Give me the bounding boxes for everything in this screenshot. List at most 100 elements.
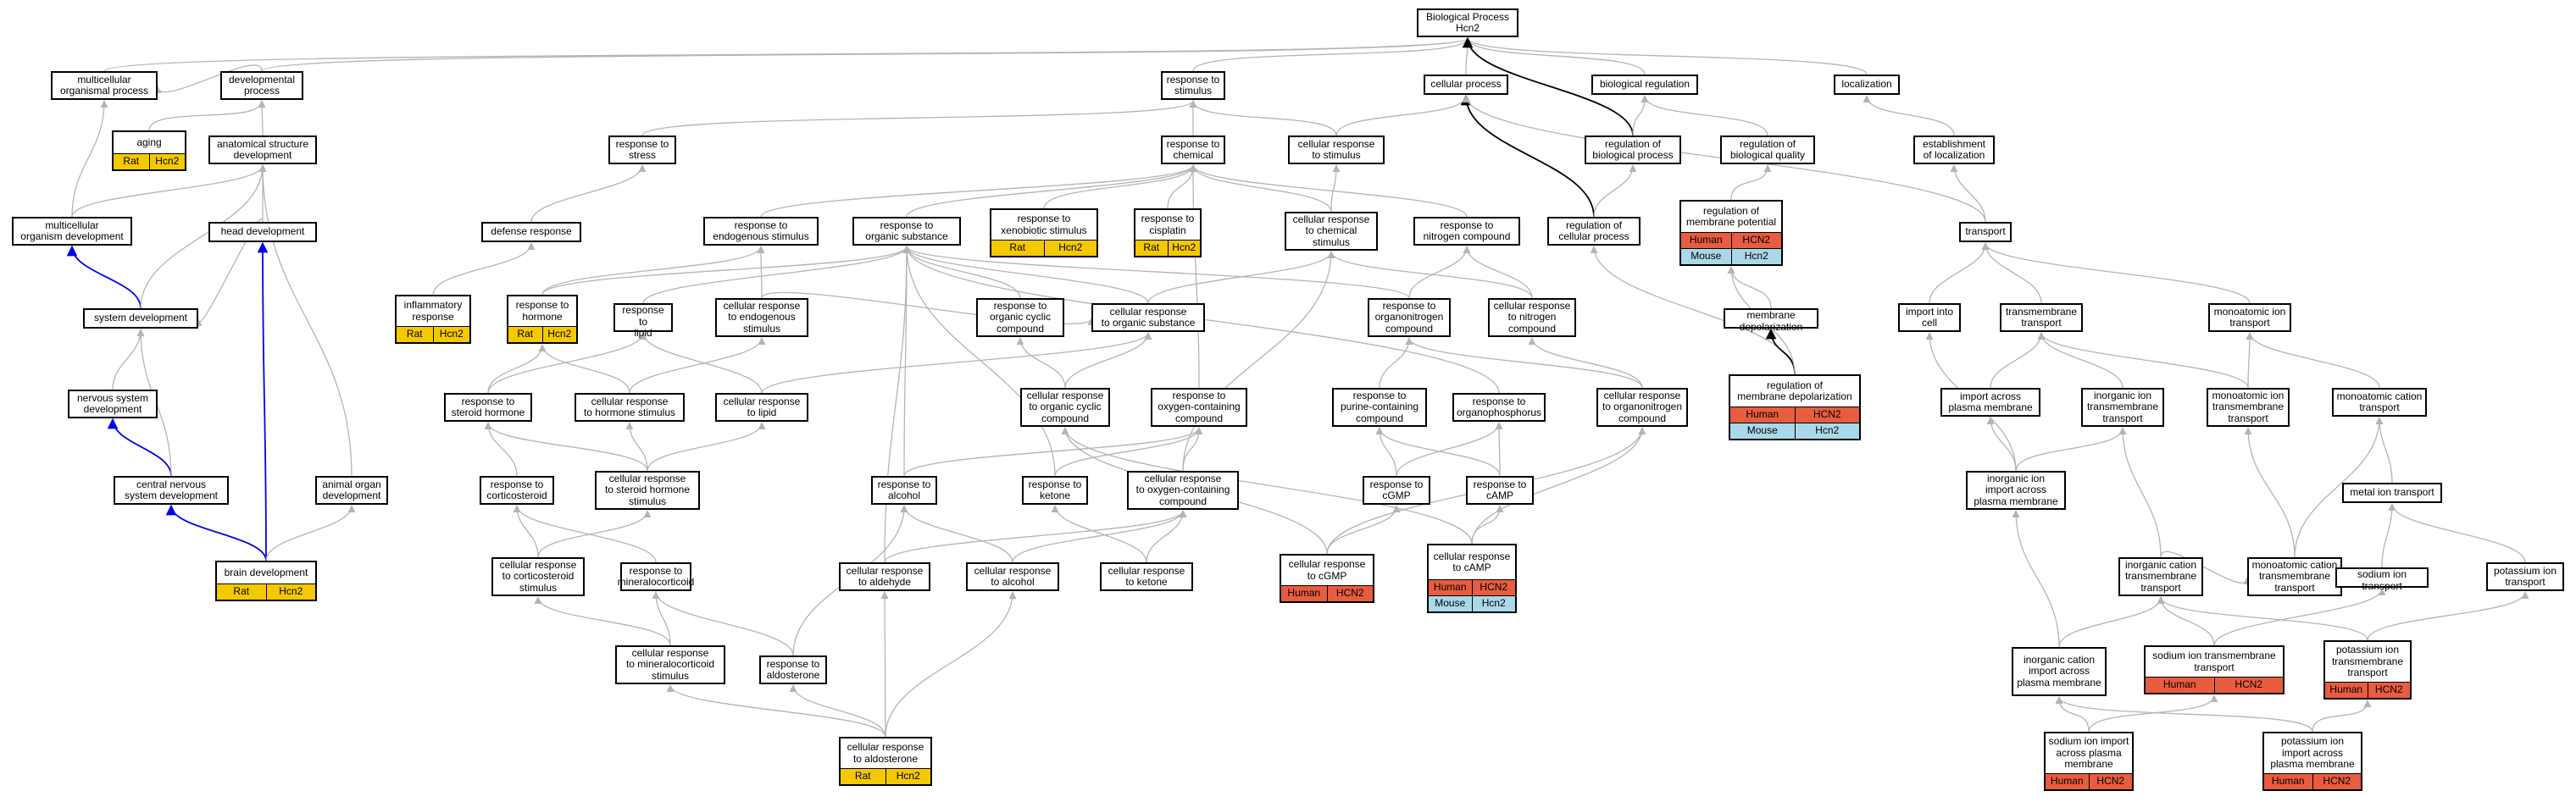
node-rtocc[interactable]: response to organic cyclic compound xyxy=(976,298,1064,337)
node-label: cellular response to corticosteroid stim… xyxy=(499,558,577,594)
node-nsd[interactable]: nervous system development xyxy=(68,390,158,418)
node-mit[interactable]: monoatomic ion transport xyxy=(2208,303,2291,332)
node-cproc[interactable]: cellular process xyxy=(1424,75,1508,95)
node-breg[interactable]: biological regulation xyxy=(1591,75,1698,95)
node-icatt[interactable]: inorganic cation transmembrane transport xyxy=(2118,557,2203,596)
species-label: Rat xyxy=(233,585,250,598)
gene-label: Hcn2 xyxy=(1794,423,1860,439)
node-rts[interactable]: response to stimulus xyxy=(1161,71,1225,100)
node-asd[interactable]: anatomical structure development xyxy=(208,136,317,164)
node-label: multicellular organismal process xyxy=(59,73,149,97)
node-iapm[interactable]: import across plasma membrane xyxy=(1940,388,2040,417)
edge-sysdev-to-mod xyxy=(66,245,142,309)
node-rtonc[interactable]: response to organonitrogen compound xyxy=(1368,298,1451,337)
edge-mct-to-mit xyxy=(2246,332,2380,389)
node-label: response to cAMP xyxy=(1473,478,1527,501)
node-crtalc[interactable]: cellular response to alcohol xyxy=(966,562,1059,591)
node-loc[interactable]: localization xyxy=(1834,75,1900,95)
node-rtcamp[interactable]: response to cAMP xyxy=(1466,476,1534,505)
node-rtcgmp[interactable]: response to cGMP xyxy=(1363,476,1430,505)
node-aod[interactable]: animal organ development xyxy=(315,476,388,505)
node-siiapm[interactable]: sodium ion import across plasma membrane… xyxy=(2044,732,2134,791)
node-rtocc2[interactable]: response to oxygen-containing compound xyxy=(1151,388,1247,427)
node-rcp[interactable]: regulation of cellular process xyxy=(1547,217,1641,246)
node-mitt[interactable]: monoatomic ion transmembrane transport xyxy=(2207,388,2290,427)
node-rtnc[interactable]: response to nitrogen compound xyxy=(1413,217,1520,246)
node-mop[interactable]: multicellular organismal process xyxy=(51,71,158,100)
node-icapm[interactable]: inorganic cation import across plasma me… xyxy=(2012,647,2107,696)
node-sit[interactable]: sodium ion transport xyxy=(2335,567,2429,591)
node-rtsh[interactable]: response to steroid hormone xyxy=(444,393,532,422)
node-mct[interactable]: monoatomic cation transport xyxy=(2332,388,2427,417)
node-metal[interactable]: metal ion transport xyxy=(2342,483,2442,503)
node-crtocc2[interactable]: cellular response to oxygen-containing c… xyxy=(1127,471,1239,510)
node-label: cellular response to oxygen-containing c… xyxy=(1135,472,1230,507)
edge-rtstress-to-rts xyxy=(641,100,1197,136)
node-cnsd[interactable]: central nervous system development xyxy=(114,476,229,505)
node-crtl[interactable]: cellular response to lipid xyxy=(715,393,808,422)
node-rtalc[interactable]: response to alcohol xyxy=(871,476,937,505)
node-crtsh[interactable]: cellular response to steroid hormone sti… xyxy=(595,471,700,510)
node-crths[interactable]: cellular response to hormone stimulus xyxy=(575,393,685,422)
node-iic[interactable]: import into cell xyxy=(1898,303,1961,332)
node-rtchem[interactable]: response to chemical xyxy=(1161,136,1225,164)
node-crtes[interactable]: cellular response to endogenous stimulus xyxy=(715,298,808,337)
node-crtmc[interactable]: cellular response to mineralocorticoid s… xyxy=(615,645,725,684)
node-rtstress[interactable]: response to stress xyxy=(608,136,676,164)
node-iitt[interactable]: inorganic ion transmembrane transport xyxy=(2081,388,2164,427)
node-crtos[interactable]: cellular response to organic substance xyxy=(1091,303,1205,332)
node-rtaldo[interactable]: response to aldosterone xyxy=(759,655,827,684)
node-root[interactable]: Biological Process Hcn2 xyxy=(1417,8,1518,37)
gene-label: Hcn2 xyxy=(432,327,470,342)
edge-crtos-to-rtos xyxy=(902,246,1149,304)
node-crtcs[interactable]: cellular response to chemical stimulus xyxy=(1285,212,1378,251)
node-hdev[interactable]: head development xyxy=(208,222,317,242)
node-rtpcc[interactable]: response to purine-containing compound xyxy=(1332,388,1427,427)
node-crtcs2[interactable]: cellular response to corticosteroid stim… xyxy=(491,557,585,596)
node-crtket[interactable]: cellular response to ketone xyxy=(1100,562,1193,591)
node-transport[interactable]: transport xyxy=(1959,222,2012,242)
node-crtald[interactable]: cellular response to aldehyde xyxy=(839,562,930,591)
node-rtket[interactable]: response to ketone xyxy=(1022,476,1088,505)
node-defr[interactable]: defense response xyxy=(481,222,581,242)
node-label: response to oxygen-containing compound xyxy=(1158,389,1241,424)
node-crtonc[interactable]: cellular response to organonitrogen comp… xyxy=(1596,388,1688,427)
node-crts[interactable]: cellular response to stimulus xyxy=(1288,136,1385,164)
node-rtes[interactable]: response to endogenous stimulus xyxy=(703,217,819,246)
node-pit[interactable]: potassium ion transport xyxy=(2486,562,2564,591)
node-tmt[interactable]: transmembrane transport xyxy=(2000,303,2083,332)
node-rtorgp[interactable]: response to organophosphorus xyxy=(1452,393,1546,422)
node-crtnc[interactable]: cellular response to nitrogen compound xyxy=(1488,298,1576,337)
node-mod[interactable]: multicellular organism development xyxy=(12,217,132,246)
node-label: cellular response to ketone xyxy=(1108,564,1185,588)
node-rtos[interactable]: response to organic substance xyxy=(852,217,961,246)
node-crtocc[interactable]: cellular response to organic cyclic comp… xyxy=(1020,388,1110,427)
node-rbp[interactable]: regulation of biological process xyxy=(1585,136,1681,164)
node-devp[interactable]: developmental process xyxy=(220,71,303,100)
node-eloc[interactable]: establishment of localization xyxy=(1913,136,1995,164)
node-mdep[interactable]: membrane depolarization xyxy=(1724,308,1818,332)
node-piiapm[interactable]: potassium ion import across plasma membr… xyxy=(2262,732,2362,791)
node-rtcort[interactable]: response to corticosteroid xyxy=(480,476,554,505)
node-mctt[interactable]: monoatomic cation transmembrane transpor… xyxy=(2247,557,2342,596)
species-label: Rat xyxy=(854,770,871,783)
edge-rcp-to-rbp xyxy=(1593,164,1637,218)
node-rtmc[interactable]: response to mineralocorticoid xyxy=(618,562,694,591)
node-iiiapm[interactable]: inorganic ion import across plasma membr… xyxy=(1966,471,2066,510)
node-rtlipid[interactable]: response to lipid xyxy=(613,303,673,339)
node-sysdev[interactable]: system development xyxy=(83,308,198,329)
node-rbq[interactable]: regulation of biological quality xyxy=(1720,136,1815,164)
